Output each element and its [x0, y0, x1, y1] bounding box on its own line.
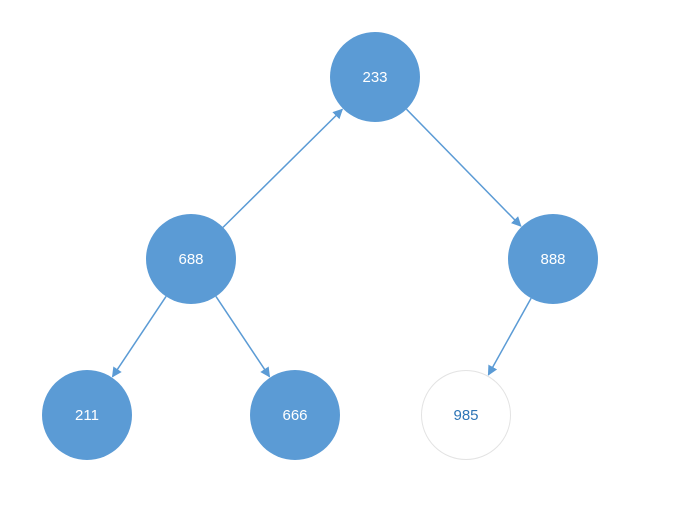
tree-node-233: 233 [330, 32, 420, 122]
tree-node-888: 888 [508, 214, 598, 304]
edges-group [111, 108, 532, 378]
edge-arrow-688-to-211 [111, 296, 167, 378]
edge-arrow-888-to-985 [487, 297, 532, 376]
edge-arrow-688-to-233 [222, 108, 344, 228]
node-label: 211 [75, 406, 99, 424]
tree-node-688: 688 [146, 214, 236, 304]
edge-arrow-233-to-888 [405, 108, 522, 227]
edge-arrow-688-to-666 [215, 296, 271, 378]
node-label: 688 [178, 250, 204, 268]
node-label: 985 [453, 406, 479, 424]
tree-node-211: 211 [42, 370, 132, 460]
node-label: 233 [362, 68, 388, 86]
tree-node-985: 985 [421, 370, 511, 460]
tree-node-666: 666 [250, 370, 340, 460]
node-label: 888 [540, 250, 566, 268]
node-label: 666 [282, 406, 308, 424]
